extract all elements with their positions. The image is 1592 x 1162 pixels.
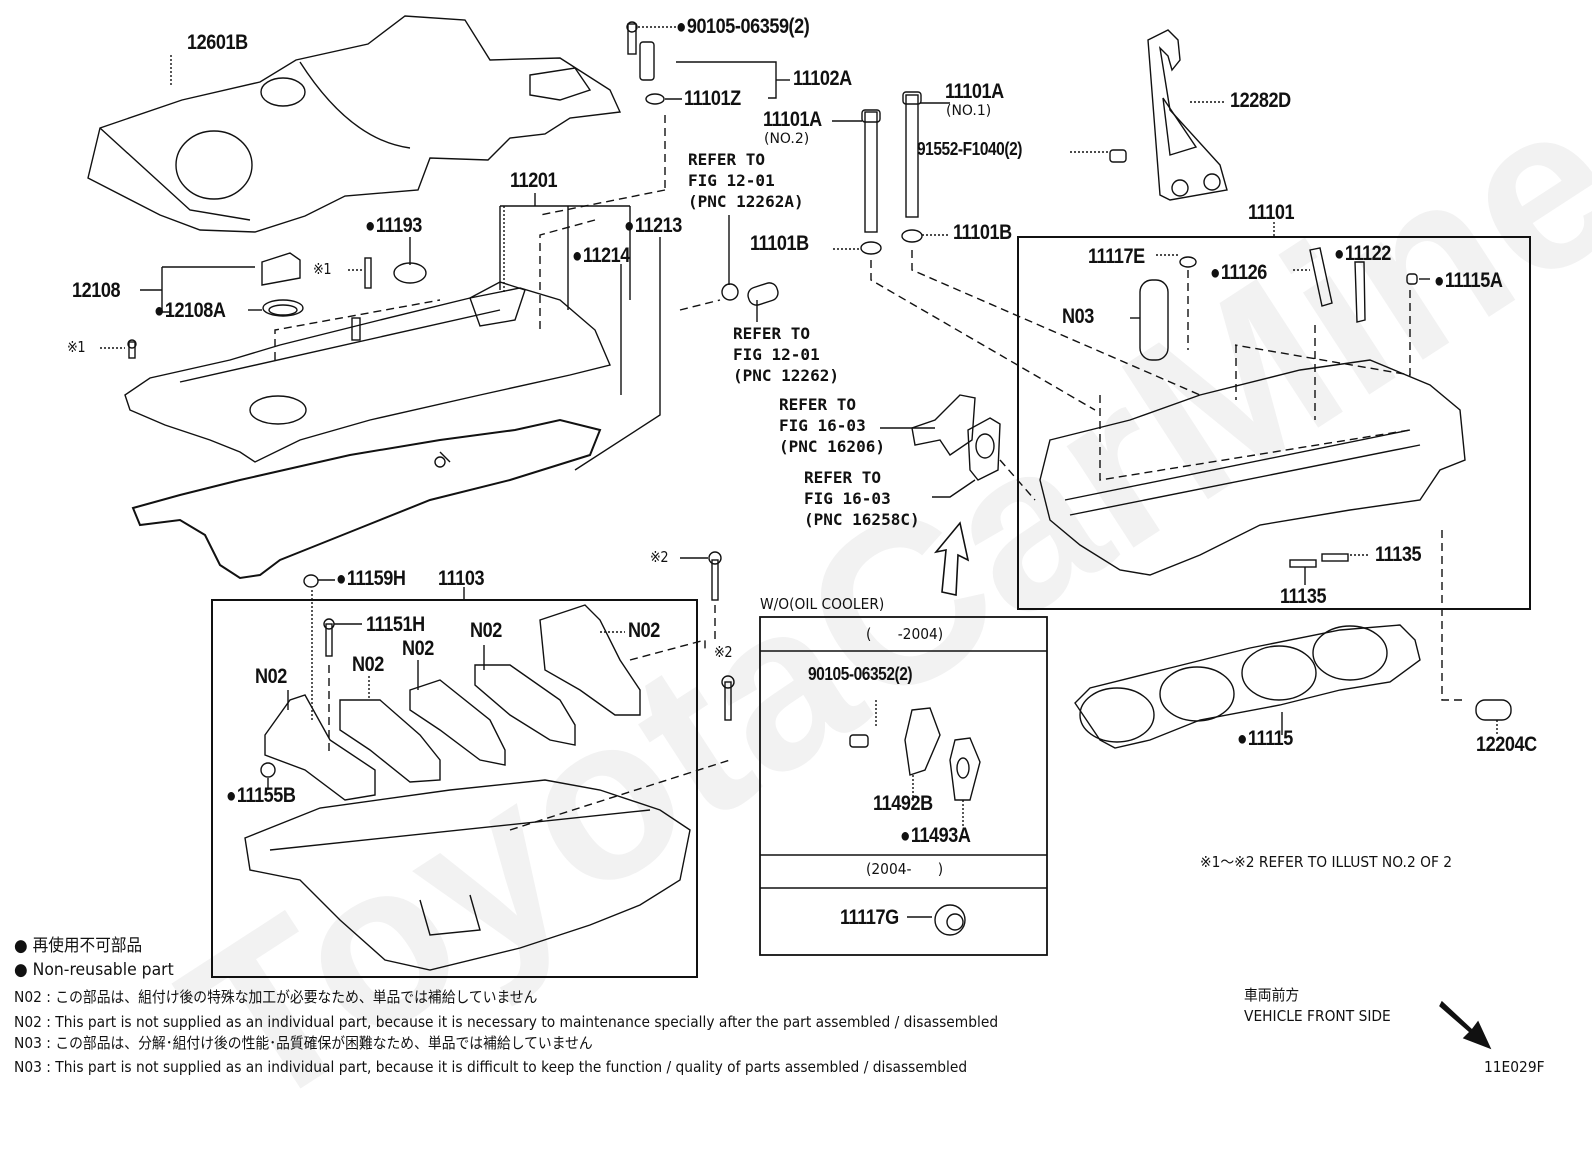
refer-to-pnc-16206[interactable]: REFER TO FIG 16-03 (PNC 16206) (779, 395, 885, 456)
note-N02-jp: N02 : この部品は、組付け後の特殊な加工が必要なため、単品では補給していませ… (14, 988, 538, 1006)
vehicle-front-en: VEHICLE FRONT SIDE (1244, 1007, 1391, 1025)
part-label-11122[interactable]: 11122 (1334, 243, 1392, 264)
refer-illust-note: ※1～※2 REFER TO ILLUST NO.2 OF 2 (1200, 853, 1453, 871)
head-gasket-illustration (1074, 624, 1421, 749)
part-label-11492B[interactable]: 11492B (873, 792, 933, 815)
vehicle-front-arrow (1439, 1000, 1492, 1050)
part-label-11135-b[interactable]: 11135 (1280, 585, 1327, 608)
part-label-11115[interactable]: 11115 (1237, 728, 1294, 749)
oil-cooler-box-title: W/O(OIL COOLER) (760, 595, 885, 613)
part-label-11214[interactable]: 11214 (572, 245, 631, 266)
reference-mark-2b: ※2 (714, 643, 733, 661)
egr-cover-illustration (911, 394, 1001, 481)
part-label-11135-a[interactable]: 11135 (1375, 543, 1422, 566)
part-label-11101Z[interactable]: 11101Z (684, 87, 741, 110)
part-label-N02-c[interactable]: N02 (402, 637, 434, 660)
reference-mark-1b: ※1 (67, 338, 86, 356)
note-N02-en: N02 : This part is not supplied as an in… (14, 1013, 999, 1031)
part-label-11101B-right[interactable]: 11101B (953, 221, 1012, 244)
oil-filler-cap-illustration (261, 252, 427, 317)
cylinder-head-illustration (1039, 247, 1466, 576)
part-label-91552-F1040[interactable]: 91552-F1040(2) (917, 139, 1023, 159)
legend-non-reusable-en-text: Non-reusable part (32, 960, 174, 980)
refer-to-pnc-16258C[interactable]: REFER TO FIG 16-03 (PNC 16258C) (804, 468, 920, 529)
vehicle-front-jp: 車両前方 (1244, 986, 1300, 1004)
part-sublabel-no1: (NO.1) (946, 103, 992, 119)
part-label-N02-b[interactable]: N02 (628, 619, 660, 642)
cam-sensor-illustration (626, 21, 665, 105)
legend-non-reusable-jp: ● 再使用不可部品 (14, 938, 142, 955)
note-N03-en: N03 : This part is not supplied as an in… (14, 1058, 968, 1076)
part-label-N02-e[interactable]: N02 (255, 665, 287, 688)
part-label-11155B[interactable]: 11155B (226, 785, 296, 806)
part-label-12108A[interactable]: 12108A (154, 300, 226, 321)
part-label-11117G[interactable]: 11117G (840, 906, 899, 929)
legend-non-reusable-en: ● Non-reusable part (14, 962, 174, 979)
exploded-parts-diagram (87, 15, 1531, 1050)
part-label-90105-06359[interactable]: 90105-06359(2) (676, 16, 810, 37)
part-label-11193[interactable]: 11193 (365, 215, 423, 236)
bolt-11151H (323, 618, 335, 657)
refer-to-pnc-12262[interactable]: REFER TO FIG 12-01 (PNC 12262) (733, 324, 839, 385)
head-bolt-illustration (860, 91, 923, 255)
valve-cover-gasket (131, 418, 602, 580)
note-N03-jp: N03 : この部品は、分解･組付け後の性能･品質確保が困難なため、単品では補給… (14, 1034, 593, 1052)
part-label-11159H[interactable]: 11159H (336, 568, 406, 589)
reference-mark-1a: ※1 (313, 260, 332, 278)
part-label-11103[interactable]: 11103 (438, 567, 485, 590)
part-label-11493A[interactable]: 11493A (900, 825, 971, 846)
part-label-90105-06352[interactable]: 90105-06352(2) (808, 664, 913, 684)
reference-mark-2a: ※2 (650, 548, 669, 566)
non-reusable-dot-icon: ● (14, 960, 28, 980)
part-label-11101B-left[interactable]: 11101B (750, 232, 809, 255)
camshaft-bearing-caps-illustration (260, 604, 641, 801)
refer-to-pnc-12262A[interactable]: REFER TO FIG 12-01 (PNC 12262A) (688, 150, 804, 211)
non-reusable-dot-icon: ● (14, 936, 28, 956)
part-sublabel-no2: (NO.2) (764, 131, 810, 147)
part-label-11201[interactable]: 11201 (510, 169, 558, 192)
part-label-N02-a[interactable]: N02 (470, 619, 502, 642)
engine-cover-illustration (87, 15, 622, 233)
part-label-N02-d[interactable]: N02 (352, 653, 384, 676)
part-label-11115A[interactable]: 11115A (1434, 270, 1503, 291)
oil-cooler-period-1: ( -2004) (866, 625, 944, 643)
part-label-12282D[interactable]: 12282D (1230, 89, 1291, 112)
assembly-direction-arrow (933, 521, 970, 596)
part-label-11102A[interactable]: 11102A (793, 67, 852, 90)
part-label-11101[interactable]: 11101 (1248, 201, 1295, 224)
part-label-11213[interactable]: 11213 (624, 215, 683, 236)
oil-seal-11159H (303, 574, 319, 588)
part-label-11117E[interactable]: 11117E (1088, 245, 1145, 268)
part-label-12108[interactable]: 12108 (72, 279, 121, 302)
oil-cooler-cover-illustration (849, 707, 981, 936)
engine-hanger-illustration (1109, 29, 1228, 201)
legend-non-reusable-jp-text: 再使用不可部品 (32, 936, 143, 956)
part-label-12204C[interactable]: 12204C (1476, 733, 1537, 756)
part-label-11151H[interactable]: 11151H (366, 613, 425, 636)
part-label-N03[interactable]: N03 (1062, 305, 1094, 328)
hose-clamp-illustration (721, 282, 779, 306)
oil-cooler-period-2: (2004- ) (866, 860, 944, 878)
part-label-11101A-no1[interactable]: 11101A (945, 80, 1004, 103)
bolt-mark2 (708, 551, 735, 721)
part-label-11101A-no2[interactable]: 11101A (763, 108, 822, 131)
part-label-12601B[interactable]: 12601B (187, 31, 248, 54)
figure-code: 11E029F (1484, 1058, 1545, 1076)
oil-plug-illustration (1475, 699, 1512, 721)
part-label-11126[interactable]: 11126 (1210, 262, 1268, 283)
valve-cover-illustration (124, 281, 611, 468)
bolt-illustration (127, 339, 137, 359)
camshaft-housing-illustration (244, 779, 691, 971)
